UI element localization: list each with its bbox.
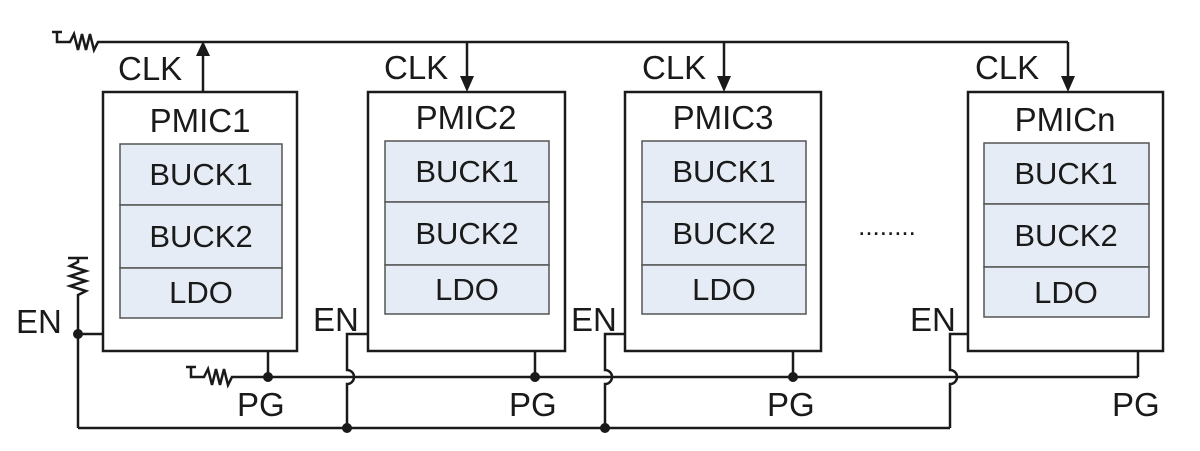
pmic-module-2: PMIC2 BUCK1 BUCK2 LDO xyxy=(366,90,567,353)
pmic-title-3: PMIC3 xyxy=(673,99,774,136)
en-label-1: EN xyxy=(16,303,62,340)
block-buck1-n: BUCK1 xyxy=(1014,156,1117,191)
block-buck2-2: BUCK2 xyxy=(415,216,518,251)
pmic-module-n: PMICn BUCK1 BUCK2 LDO xyxy=(966,90,1165,353)
en-label-n: EN xyxy=(910,301,956,338)
pg-label-1: PG xyxy=(237,386,285,423)
pmic-title-1: PMIC1 xyxy=(150,102,251,139)
pmic-module-3: PMIC3 BUCK1 BUCK2 LDO xyxy=(623,90,823,353)
ellipsis: ........ xyxy=(858,211,916,241)
clk-label-n: CLK xyxy=(975,49,1039,86)
pg-label-3: PG xyxy=(767,386,815,423)
block-ldo-3: LDO xyxy=(692,272,756,307)
block-buck2-n: BUCK2 xyxy=(1014,218,1117,253)
clk-bus xyxy=(52,30,1075,92)
pg-label-2: PG xyxy=(509,386,557,423)
clk-label-3: CLK xyxy=(642,49,706,86)
block-buck2-1: BUCK2 xyxy=(149,219,252,254)
clk-label-2: CLK xyxy=(384,49,448,86)
pg-label-n: PG xyxy=(1112,386,1160,423)
clk-label-1: CLK xyxy=(118,50,182,87)
block-ldo-n: LDO xyxy=(1034,275,1098,310)
block-buck2-3: BUCK2 xyxy=(672,216,775,251)
en-label-3: EN xyxy=(571,301,617,338)
pmic-title-n: PMICn xyxy=(1015,101,1116,138)
block-buck1-3: BUCK1 xyxy=(672,154,775,189)
block-buck1-1: BUCK1 xyxy=(149,157,252,192)
en-label-2: EN xyxy=(313,301,359,338)
block-buck1-2: BUCK1 xyxy=(415,154,518,189)
pmic-module-1: PMIC1 BUCK1 BUCK2 LDO xyxy=(101,90,299,353)
block-ldo-1: LDO xyxy=(169,275,233,310)
pmic-title-2: PMIC2 xyxy=(416,99,517,136)
pg-wiring xyxy=(186,351,1140,389)
block-ldo-2: LDO xyxy=(435,272,499,307)
